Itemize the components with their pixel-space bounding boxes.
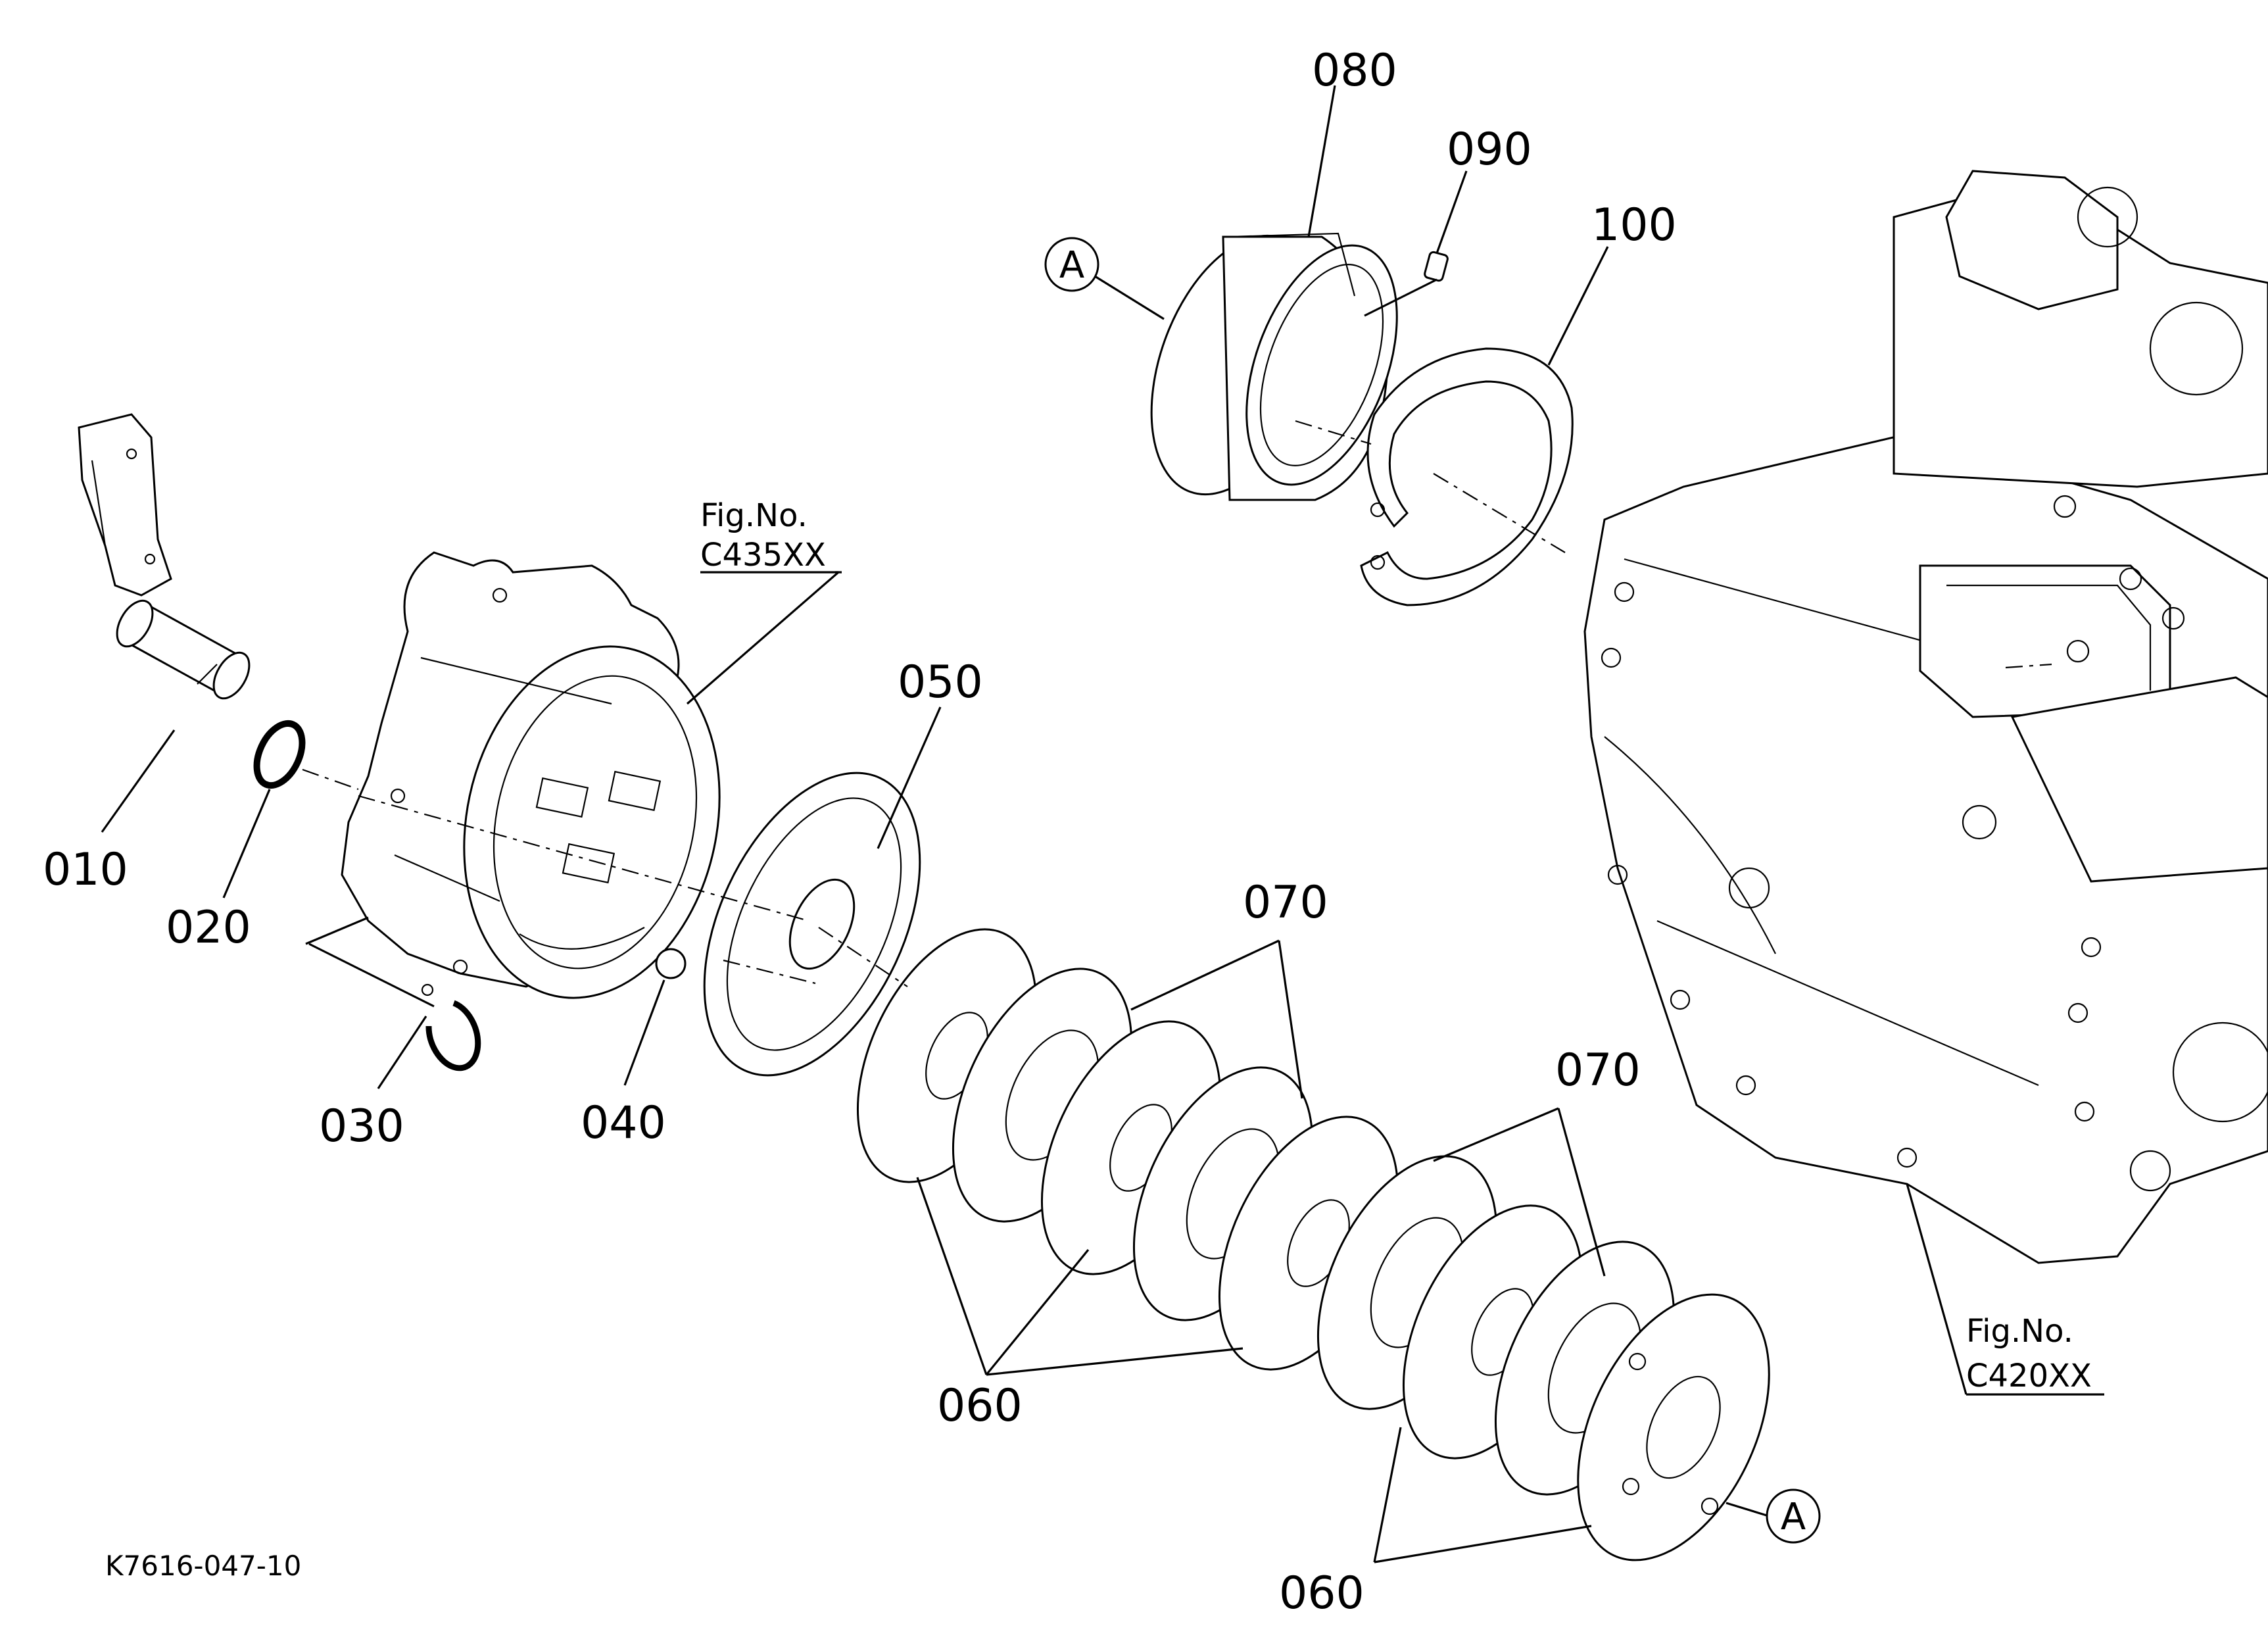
callout-070-b: 070 bbox=[1555, 1045, 1641, 1096]
leader-100 bbox=[1547, 246, 1609, 366]
figure-ref-c435xx: Fig.No. C435XX bbox=[700, 497, 826, 574]
ref-marker-a-top: A bbox=[1044, 237, 1099, 292]
leader-090 bbox=[1364, 170, 1468, 317]
leader-fig1 bbox=[686, 571, 842, 705]
leader-020 bbox=[222, 789, 271, 898]
callout-labels: 010 020 030 040 050 060 060 070 070 080 … bbox=[43, 45, 1677, 1619]
part-100-circlip bbox=[1360, 347, 1574, 606]
part-010-lever bbox=[78, 413, 251, 700]
drawing-code: K7616-047-10 bbox=[105, 1550, 301, 1582]
leader-050 bbox=[877, 706, 942, 849]
leader-010 bbox=[101, 729, 176, 833]
leader-070b bbox=[1433, 1107, 1606, 1277]
callout-040: 040 bbox=[581, 1097, 666, 1149]
transmission-case bbox=[1583, 170, 2268, 1264]
callout-020: 020 bbox=[166, 902, 251, 954]
part-030-snap-ring bbox=[421, 983, 481, 1071]
fig-ref-1-code: C435XX bbox=[700, 537, 826, 574]
leader-080 bbox=[1307, 85, 1336, 237]
leader-030-branch bbox=[305, 916, 435, 1008]
fig-ref-1-label: Fig.No. bbox=[700, 497, 808, 534]
callout-050: 050 bbox=[898, 656, 983, 708]
brake-housing bbox=[341, 551, 721, 999]
ref-marker-a-top-label: A bbox=[1059, 244, 1084, 287]
fig-ref-2-code: C420XX bbox=[1966, 1358, 2092, 1394]
callout-010: 010 bbox=[43, 844, 128, 896]
ref-marker-a-bottom-label: A bbox=[1781, 1496, 1806, 1538]
callout-060-a: 060 bbox=[937, 1380, 1023, 1432]
leader-A-bottom bbox=[1725, 1502, 1770, 1517]
leader-030 bbox=[377, 1016, 427, 1089]
callout-080: 080 bbox=[1312, 45, 1397, 97]
part-020-o-ring bbox=[253, 720, 306, 789]
leader-060a bbox=[916, 1177, 1243, 1376]
leader-lines bbox=[101, 85, 2104, 1563]
plate-stack bbox=[856, 928, 1770, 1561]
part-090-pin bbox=[1424, 251, 1449, 282]
callout-100: 100 bbox=[1591, 199, 1677, 251]
callout-090: 090 bbox=[1447, 124, 1532, 176]
leader-060b bbox=[1373, 1427, 1592, 1563]
figure-ref-c420xx: Fig.No. C420XX bbox=[1966, 1313, 2092, 1394]
callout-030: 030 bbox=[319, 1100, 404, 1152]
ref-marker-a-bottom: A bbox=[1766, 1488, 1821, 1544]
leader-fig2 bbox=[1906, 1183, 2104, 1396]
part-050-cam-plate bbox=[703, 772, 921, 1077]
callout-060-b: 060 bbox=[1279, 1567, 1364, 1619]
assembly-center-lines bbox=[302, 420, 2052, 987]
leader-040 bbox=[623, 979, 665, 1086]
leader-070a bbox=[1130, 939, 1303, 1099]
leader-A-top bbox=[1094, 275, 1165, 320]
callout-070-a: 070 bbox=[1243, 877, 1328, 929]
part-040-ball bbox=[655, 948, 687, 979]
fig-ref-2-label: Fig.No. bbox=[1966, 1313, 2073, 1350]
part-080-sleeve bbox=[1150, 232, 1398, 501]
